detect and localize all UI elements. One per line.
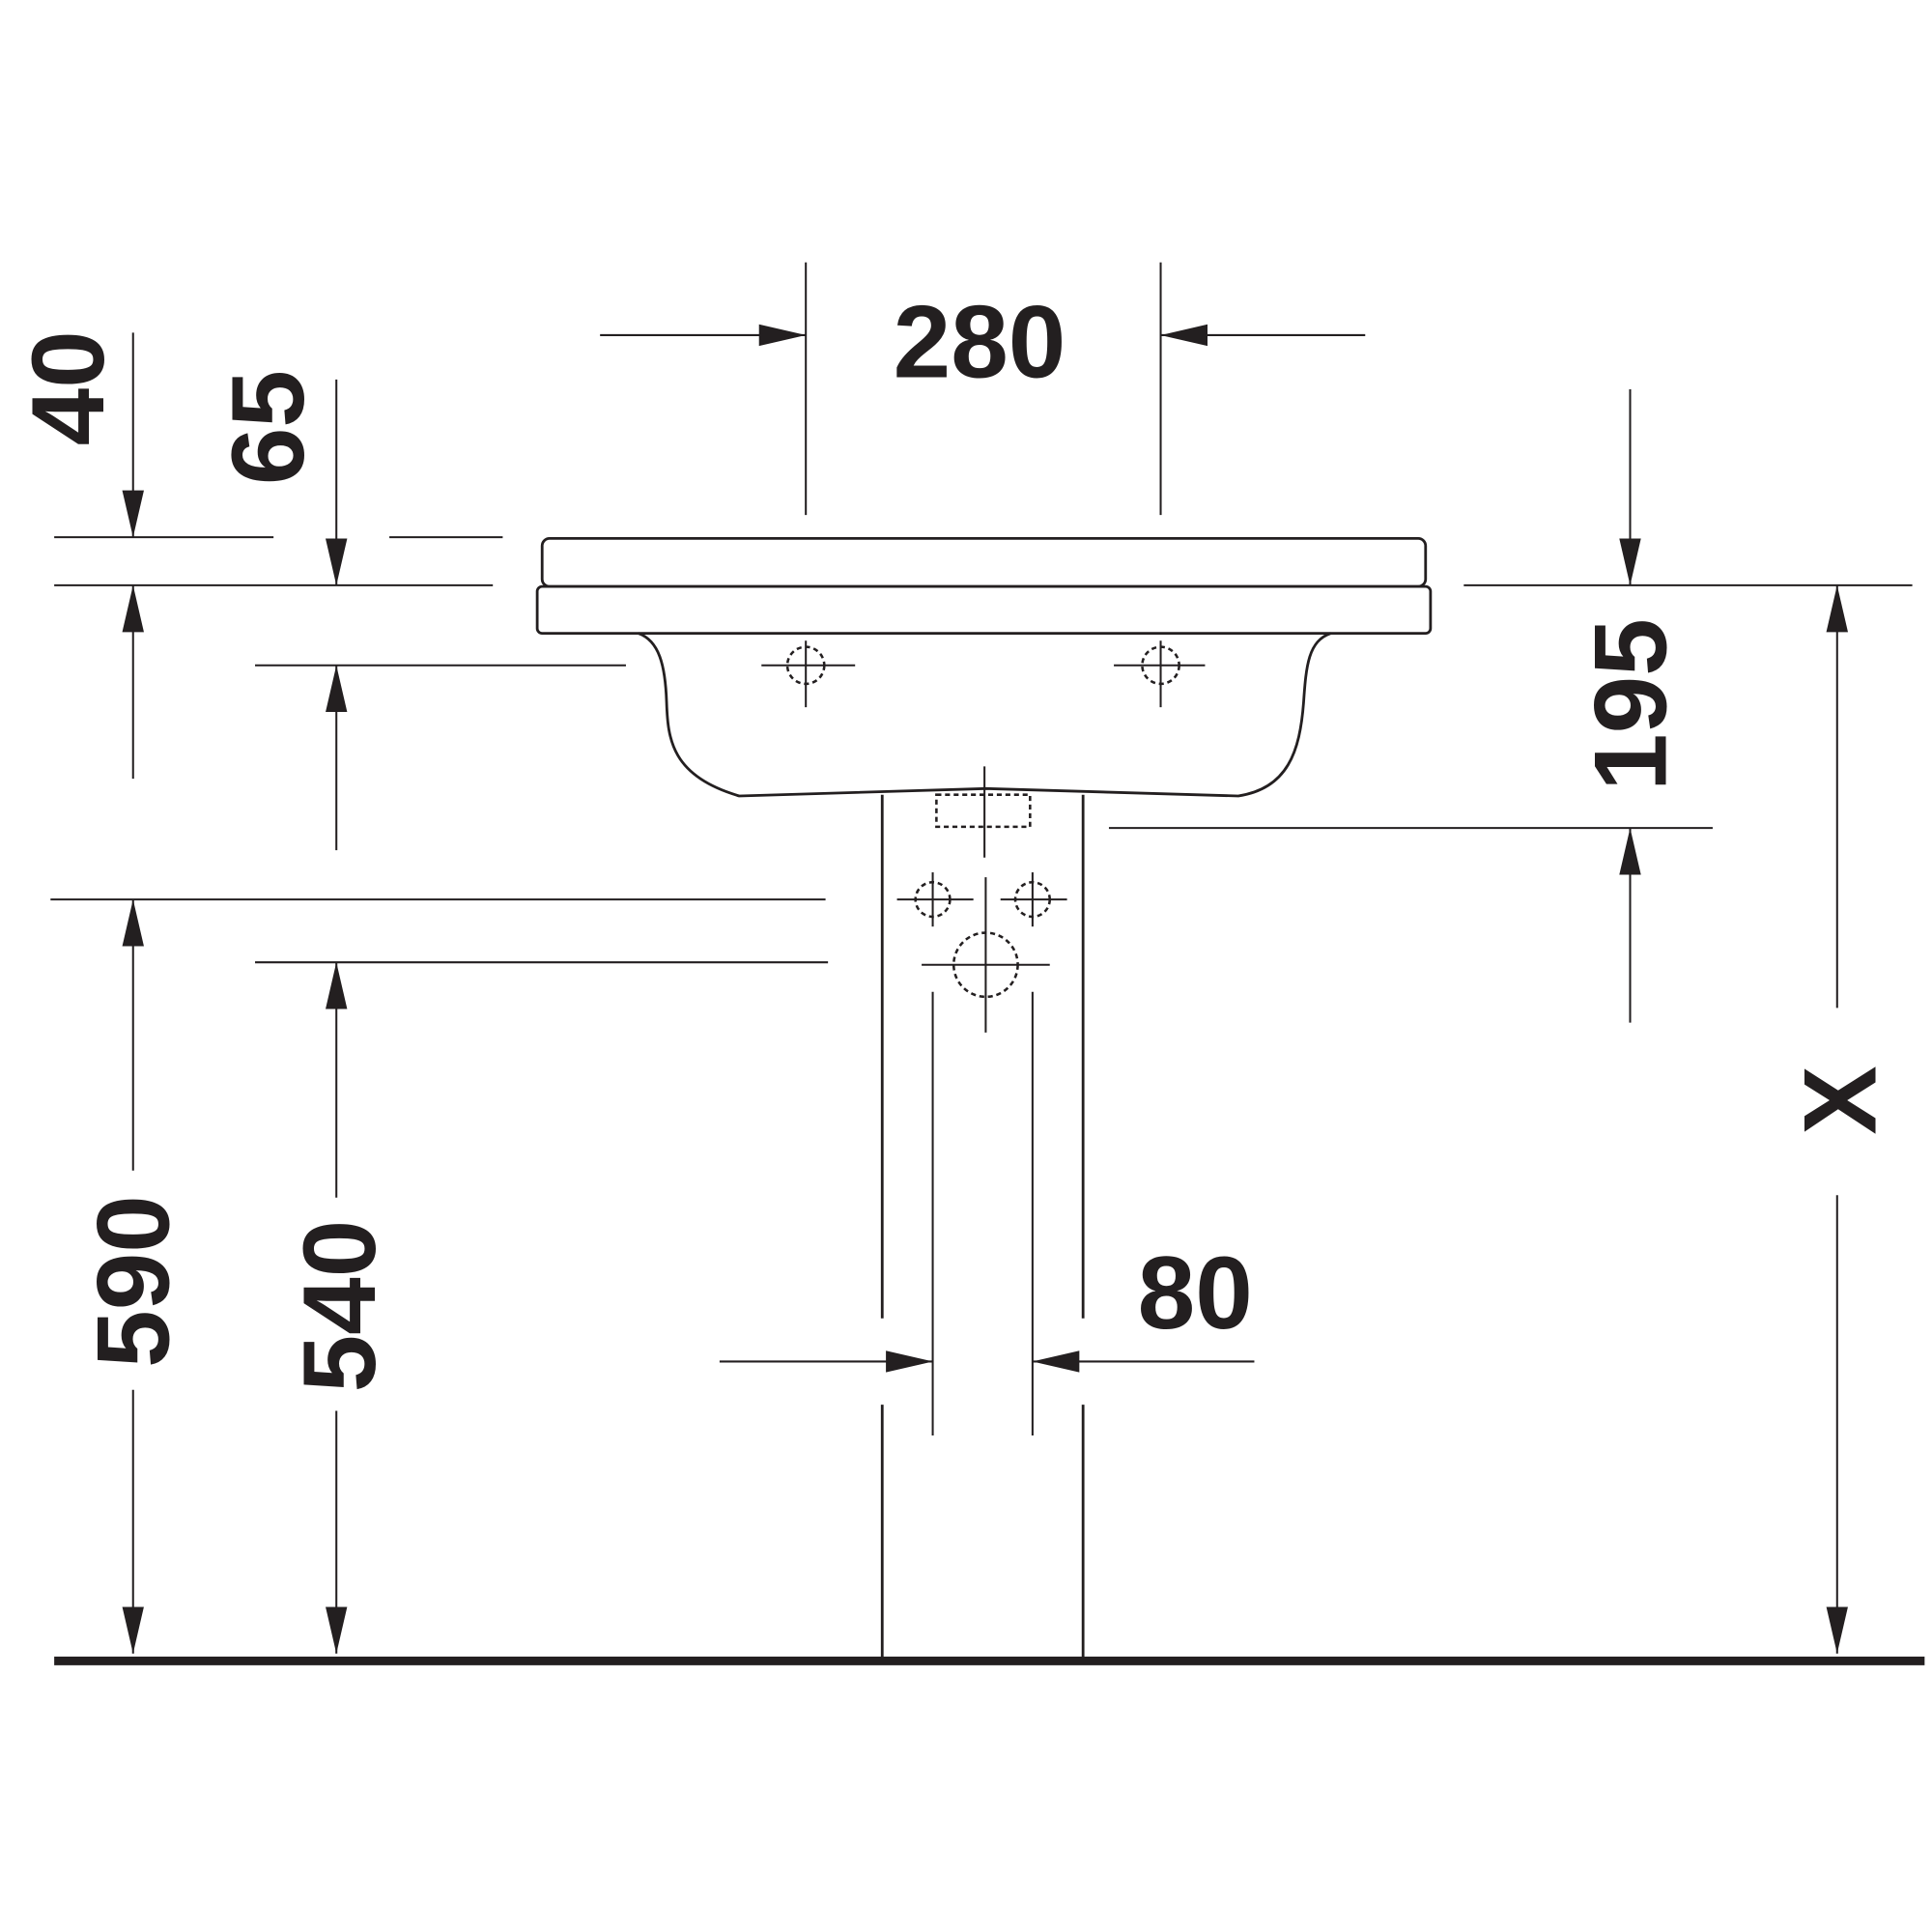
pedestal: [880, 766, 1085, 1658]
dimension-label-195: 195: [1572, 618, 1688, 791]
dimension-280: 280: [600, 283, 1366, 399]
dimension-65: 65: [210, 370, 348, 851]
dimension-label-280: 280: [894, 283, 1066, 399]
dimension-590: 590: [75, 899, 191, 1654]
dimension-label-540: 540: [281, 1220, 397, 1393]
basin-rim-top: [540, 536, 1428, 588]
dimension-label-590: 590: [75, 1195, 191, 1368]
basin-bowl: [638, 632, 1332, 798]
dimension-80: 80: [719, 1235, 1255, 1373]
dimension-195: 195: [1572, 389, 1688, 1023]
dimension-label-65: 65: [210, 370, 326, 485]
waste-outlet: [935, 793, 1032, 829]
basin: [535, 536, 1433, 798]
dimension-540: 540: [281, 962, 397, 1654]
drain-connection: [922, 877, 1050, 1033]
basin-rim: [535, 584, 1433, 636]
supply-connection-right: [1000, 872, 1067, 927]
tap-hole-left: [761, 640, 856, 708]
dimension-label-80: 80: [1138, 1235, 1253, 1350]
dimension-label-40: 40: [10, 330, 126, 445]
supply-connection-left: [896, 872, 974, 927]
tap-hole-right: [1114, 640, 1206, 708]
dimension-40: 40: [10, 330, 144, 780]
extension-lines: [50, 262, 1913, 964]
dimension-label-x: X: [1781, 1065, 1897, 1134]
dimension-x: X: [1781, 584, 1897, 1654]
